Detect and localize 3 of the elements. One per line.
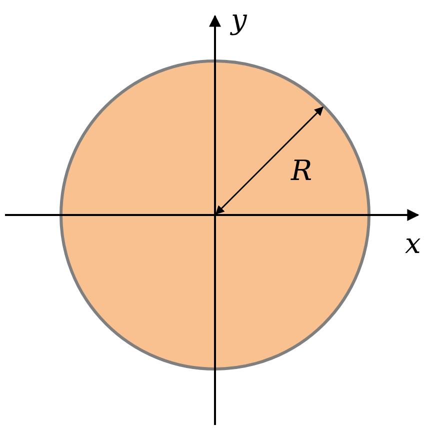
radius-label: R (291, 157, 312, 185)
axis-label: y (231, 6, 247, 34)
axis-label: x (405, 230, 421, 258)
